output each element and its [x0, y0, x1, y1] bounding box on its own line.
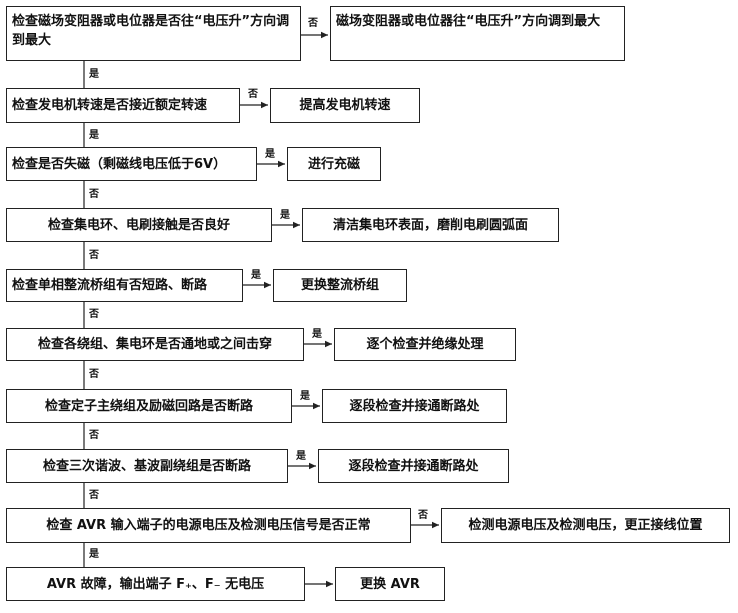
- check-text: 检查定子主绕组及励磁回路是否断路: [44, 398, 253, 414]
- down-label: 是: [89, 69, 99, 80]
- check-text: 检查单相整流桥组有否短路、断路: [12, 278, 208, 293]
- down-label: 否: [89, 309, 99, 320]
- branch-label: 是: [296, 451, 306, 462]
- check-box-avr-fault: AVR 故障，输出端子 F₊、F₋ 无电压: [6, 567, 305, 601]
- action-text: 进行充磁: [307, 156, 360, 172]
- check-box-rectifier: 检查单相整流桥组有否短路、断路: [6, 269, 243, 302]
- down-label: 否: [89, 430, 99, 441]
- check-text: AVR 故障，输出端子 F₊、F₋ 无电压: [46, 576, 265, 592]
- check-box-speed: 检查发电机转速是否接近额定转速: [6, 88, 240, 123]
- check-box-demagnetized: 检查是否失磁（剩磁线电压低于6V）: [6, 147, 257, 181]
- action-box-reconnect-1: 逐段检查并接通断路处: [322, 389, 507, 423]
- action-box-replace-avr: 更换 AVR: [335, 567, 445, 601]
- branch-label: 否: [248, 89, 258, 100]
- branch-label: 是: [265, 149, 275, 160]
- check-text: 检查发电机转速是否接近额定转速: [12, 98, 208, 113]
- action-box-raise-speed: 提高发电机转速: [270, 88, 420, 123]
- down-label: 是: [89, 549, 99, 560]
- action-text: 更换 AVR: [360, 576, 420, 592]
- down-label: 是: [89, 130, 99, 141]
- branch-label: 是: [312, 329, 322, 340]
- action-box-replace-rectifier: 更换整流桥组: [273, 269, 407, 302]
- check-text: 检查各绕组、集电环是否通地或之间击穿: [37, 337, 272, 352]
- branch-label: 否: [308, 18, 318, 29]
- action-text: 逐段检查并接通断路处: [348, 458, 479, 474]
- branch-label: 是: [300, 391, 310, 402]
- action-box-insulate: 逐个检查并绝缘处理: [334, 328, 516, 361]
- check-text: 检查 AVR 输入端子的电源电压及检测电压信号是否正常: [46, 518, 371, 533]
- action-box-recharge: 进行充磁: [287, 147, 381, 181]
- branch-label: 否: [418, 510, 428, 521]
- check-box-slip-ring: 检查集电环、电刷接触是否良好: [6, 208, 272, 242]
- action-text: 逐段检查并接通断路处: [349, 398, 480, 414]
- check-text: 检查三次谐波、基波副绕组是否断路: [42, 458, 251, 474]
- action-text: 清洁集电环表面，磨削电刷圆弧面: [332, 217, 528, 233]
- down-label: 否: [89, 369, 99, 380]
- check-box-insulation: 检查各绕组、集电环是否通地或之间击穿: [6, 328, 304, 361]
- check-box-voltage-adjust: 检查磁场变阻器或电位器是否往“电压升”方向调到最大: [6, 6, 301, 61]
- check-text: 检查集电环、电刷接触是否良好: [47, 217, 230, 233]
- action-box-adjust-max: 磁场变阻器或电位器往“电压升”方向调到最大: [330, 6, 625, 61]
- check-text: 检查磁场变阻器或电位器是否往“电压升”方向调到最大: [12, 14, 290, 48]
- down-label: 否: [89, 189, 99, 200]
- action-text: 更换整流桥组: [300, 278, 379, 293]
- check-text: 检查是否失磁（剩磁线电压低于6V）: [12, 156, 227, 172]
- check-box-avr-input: 检查 AVR 输入端子的电源电压及检测电压信号是否正常: [6, 508, 411, 543]
- action-box-fix-wiring: 检测电源电压及检测电压，更正接线位置: [441, 508, 730, 543]
- action-box-clean-slip-ring: 清洁集电环表面，磨削电刷圆弧面: [302, 208, 559, 242]
- check-box-harmonic-winding: 检查三次谐波、基波副绕组是否断路: [6, 449, 288, 483]
- branch-label: 是: [251, 270, 261, 281]
- down-label: 否: [89, 250, 99, 261]
- action-text: 提高发电机转速: [299, 98, 391, 113]
- check-box-stator-circuit: 检查定子主绕组及励磁回路是否断路: [6, 389, 292, 423]
- branch-label: 是: [280, 210, 290, 221]
- down-label: 否: [89, 490, 99, 501]
- action-text: 磁场变阻器或电位器往“电压升”方向调到最大: [336, 14, 601, 29]
- action-text: 逐个检查并绝缘处理: [366, 337, 484, 352]
- action-text: 检测电源电压及检测电压，更正接线位置: [468, 518, 703, 533]
- action-box-reconnect-2: 逐段检查并接通断路处: [318, 449, 509, 483]
